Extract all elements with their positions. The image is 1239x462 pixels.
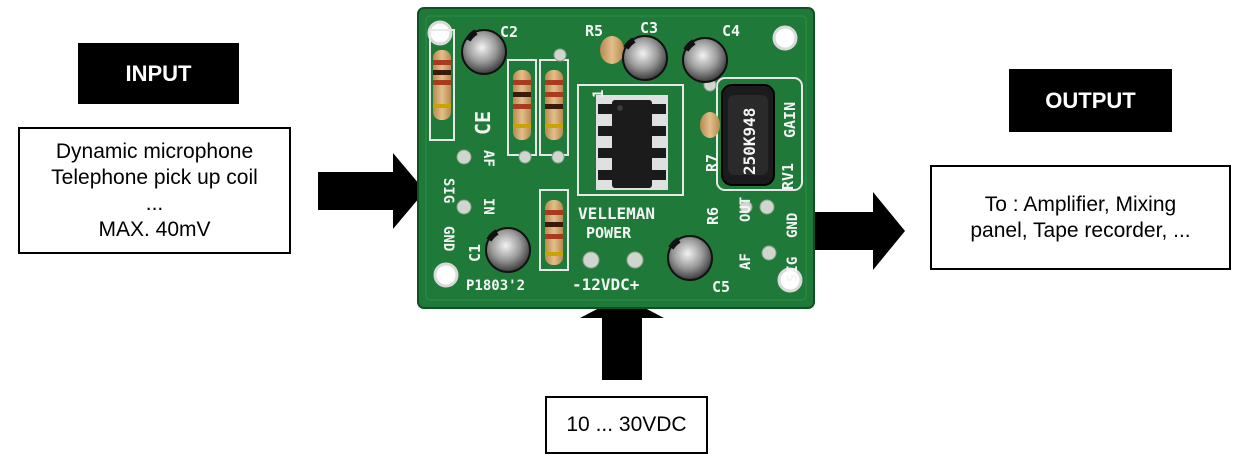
label-gain: GAIN (781, 102, 799, 138)
label-sig-in: SIG (440, 178, 456, 203)
resistor-power (545, 200, 563, 265)
label-r7: R7 (703, 154, 721, 172)
label-r6: R6 (704, 207, 722, 225)
input-arrow (318, 153, 425, 229)
resistor-r2 (545, 70, 563, 140)
label-c3: C3 (640, 19, 658, 37)
label-c2: C2 (500, 23, 518, 41)
input-line-3: ... (145, 191, 164, 215)
label-ce: CE (471, 111, 495, 135)
resistor-r7 (700, 112, 720, 138)
label-model: P1803'2 (466, 278, 525, 294)
label-brand: VELLEMAN (578, 204, 655, 223)
label-supply: -12VDC+ (572, 275, 640, 294)
capacitor-c1 (485, 227, 531, 273)
capacitor-c4 (682, 37, 728, 83)
ic-chip (596, 95, 668, 190)
resistor-r1 (513, 70, 531, 140)
input-title: INPUT (78, 43, 239, 104)
input-line-4: MAX. 40mV (98, 217, 211, 241)
potentiometer-rv1: 250K948 (721, 84, 775, 186)
output-line-2: panel, Tape recorder, ... (970, 218, 1191, 242)
input-line-1: Dynamic microphone (55, 139, 254, 163)
label-in: IN (480, 198, 496, 215)
resistor-r5 (600, 36, 624, 64)
pcb-board: 250K948 C2 R5 C3 C4 C1 C5 R6 R7 RV1 GAIN… (417, 7, 815, 309)
label-r5: R5 (585, 22, 603, 40)
label-out: OUT (738, 197, 754, 222)
resistor-input (433, 50, 451, 120)
label-pin1: 1 (591, 90, 607, 98)
label-af-in: AF (480, 150, 496, 167)
label-sig-out: SIG (785, 257, 801, 282)
power-description: 10 ... 30VDC (545, 396, 708, 454)
output-description: To : Amplifier, Mixing panel, Tape recor… (930, 165, 1231, 270)
capacitor-c2 (461, 29, 507, 75)
input-line-2: Telephone pick up coil (51, 165, 258, 189)
capacitor-c5 (667, 235, 713, 281)
label-c4: C4 (722, 22, 740, 40)
power-label: 10 ... 30VDC (566, 413, 687, 436)
label-rv1: RV1 (779, 163, 797, 190)
output-line-1: To : Amplifier, Mixing (984, 192, 1177, 216)
label-gnd-in: GND (440, 226, 456, 251)
label-af-out: AF (738, 253, 754, 270)
output-arrow (798, 192, 905, 270)
label-power: POWER (586, 224, 632, 242)
output-title: OUTPUT (1009, 69, 1172, 132)
label-gnd-out: GND (785, 213, 801, 238)
input-description: Dynamic microphone Telephone pick up coi… (18, 127, 291, 254)
label-c5: C5 (712, 278, 730, 296)
power-arrow (580, 296, 664, 380)
capacitor-c3 (622, 35, 668, 81)
label-c1: C1 (466, 244, 484, 262)
pot-value-label: 250K948 (740, 108, 759, 175)
